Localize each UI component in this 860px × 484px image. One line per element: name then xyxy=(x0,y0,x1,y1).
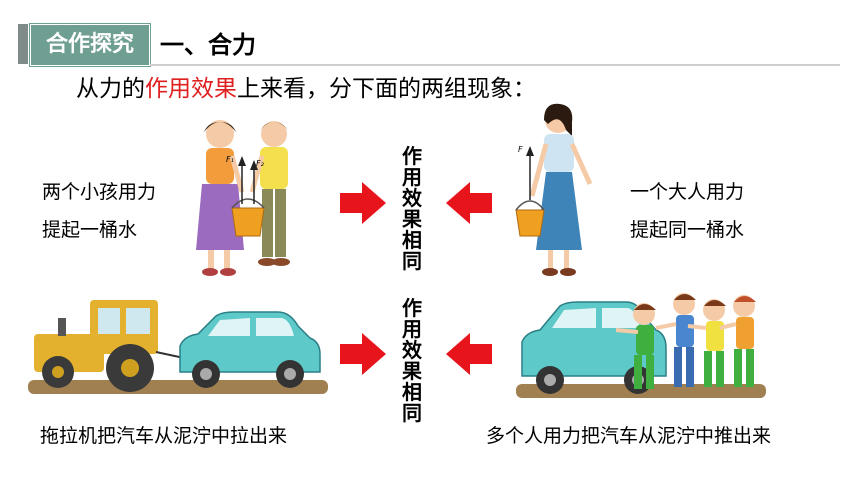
two-children-lifting-bucket-illustration: F₁ F₂ xyxy=(196,120,290,276)
tractor-pulling-car-illustration xyxy=(28,300,328,394)
row2-right-caption: 多个人用力把汽车从泥泞中推出来 xyxy=(486,425,772,447)
row2-center-text: 作用效果相同 xyxy=(402,296,422,425)
tag-accent-bar xyxy=(18,24,28,64)
arrow-left-icon xyxy=(446,182,492,224)
row1-left-line1: 两个小孩用力 xyxy=(42,181,157,203)
row1-center-text: 作用效果相同 xyxy=(402,144,422,273)
subtitle-prefix: 从力的 xyxy=(76,76,145,102)
people-pushing-car-illustration xyxy=(516,293,766,398)
row1-right-line1: 一个大人用力 xyxy=(630,181,745,203)
row1-left-line2: 提起一桶水 xyxy=(42,219,138,241)
row1-right-line2: 提起同一桶水 xyxy=(630,219,745,241)
force-label-f1: F₁ xyxy=(226,155,234,164)
force-label-f2: F₂ xyxy=(256,159,265,168)
row2-left-caption: 拖拉机把汽车从泥泞中拉出来 xyxy=(40,425,288,447)
arrow-left-icon xyxy=(446,333,492,375)
subtitle-highlight: 作用效果 xyxy=(145,76,237,102)
arrow-right-icon xyxy=(340,333,386,375)
adult-lifting-bucket-illustration: F xyxy=(515,103,593,276)
subtitle-suffix: 上来看，分下面的两组现象： xyxy=(237,76,536,102)
arrow-right-icon xyxy=(340,182,386,224)
title-underline xyxy=(150,64,840,66)
section-tag: 合作探究 xyxy=(30,24,150,66)
force-label-f: F xyxy=(518,145,523,154)
subtitle: 从力的作用效果上来看，分下面的两组现象： xyxy=(76,72,536,106)
section-title: 一、合力 xyxy=(160,31,256,59)
